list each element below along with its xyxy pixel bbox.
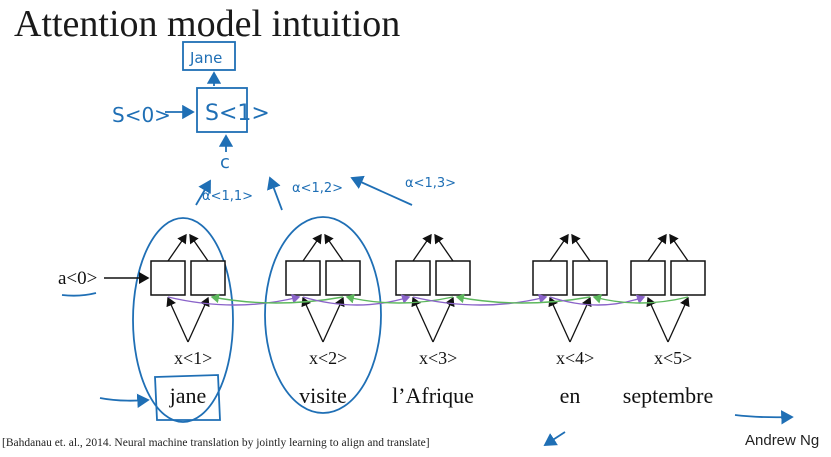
forward-recurrent-arrow-1 bbox=[167, 293, 301, 306]
forward-recurrent-arrow-4 bbox=[549, 294, 646, 306]
backward-cell-1 bbox=[190, 260, 226, 296]
jane-box bbox=[154, 374, 221, 421]
forward-cell-5 bbox=[630, 260, 666, 296]
backward-recurrent-arrow-2 bbox=[345, 293, 454, 304]
initial-state-label: S<0> bbox=[112, 103, 171, 127]
input-arrow-right-5 bbox=[667, 296, 690, 343]
decoder-state-label: S<1> bbox=[205, 101, 270, 126]
input-word-3: l’Afrique bbox=[392, 383, 474, 408]
highlight-visite-ellipse bbox=[264, 216, 382, 414]
output-arrow-left-5 bbox=[647, 233, 667, 262]
input-arrow-right-2 bbox=[322, 296, 345, 343]
input-arrow-left-3 bbox=[411, 296, 434, 343]
backward-cell-3 bbox=[435, 260, 471, 296]
arrow-left-squiggle bbox=[99, 393, 150, 408]
input-arrow-right-3 bbox=[432, 296, 455, 343]
output-arrow-left-4 bbox=[549, 233, 569, 262]
highlight-jane-ellipse bbox=[132, 217, 234, 423]
output-arrow-left-1 bbox=[167, 233, 187, 262]
output-word-box bbox=[182, 41, 236, 71]
output-word-label: Jane bbox=[189, 49, 222, 67]
input-x-label-3: x<3> bbox=[419, 348, 457, 368]
input-arrow-right-4 bbox=[569, 296, 592, 343]
initial-activation-label: a<0> bbox=[58, 268, 97, 289]
backward-recurrent-arrow-4 bbox=[592, 294, 689, 304]
input-x-label-4: x<4> bbox=[556, 348, 594, 368]
alpha-1-1-label: α<1,1> bbox=[202, 189, 253, 204]
backward-recurrent-arrow-3 bbox=[455, 293, 591, 304]
forward-cell-1 bbox=[150, 260, 186, 296]
citation-arrow bbox=[543, 431, 566, 446]
forward-recurrent-arrow-2 bbox=[302, 294, 411, 306]
decoder-state-box bbox=[196, 87, 248, 133]
forward-recurrent-arrow-3 bbox=[412, 293, 548, 306]
input-arrow-left-5 bbox=[646, 296, 669, 343]
author-name: Andrew Ng bbox=[745, 432, 820, 449]
forward-cell-3 bbox=[395, 260, 431, 296]
bidirectional-encoder: x<1> jane x<2> visite x<3> l’Afrique x<4> en x<5… bbox=[150, 233, 713, 408]
backward-recurrent-arrow-1 bbox=[210, 293, 344, 304]
input-arrow-left-1 bbox=[166, 296, 189, 343]
output-arrow-right-4 bbox=[571, 233, 591, 262]
output-arrow-right-5 bbox=[669, 233, 689, 262]
output-arrow-right-3 bbox=[434, 233, 454, 262]
output-arrow-left-3 bbox=[412, 233, 432, 262]
input-x-label-2: x<2> bbox=[309, 348, 347, 368]
output-arrow-right-1 bbox=[189, 233, 209, 262]
input-arrow-left-2 bbox=[301, 296, 324, 343]
forward-cell-2 bbox=[285, 260, 321, 296]
arrow-right-squiggle bbox=[734, 410, 794, 425]
context-label: c bbox=[220, 152, 230, 173]
underline-a0 bbox=[61, 292, 97, 297]
input-word-1: jane bbox=[169, 383, 207, 408]
input-word-4: en bbox=[560, 383, 581, 408]
input-word-2: visite bbox=[299, 383, 347, 408]
input-x-label-5: x<5> bbox=[654, 348, 692, 368]
input-arrow-right-1 bbox=[187, 296, 210, 343]
output-arrow-left-2 bbox=[302, 233, 322, 262]
input-arrow-left-4 bbox=[548, 296, 571, 343]
decoder-sketch bbox=[61, 41, 794, 446]
input-x-label-1: x<1> bbox=[174, 348, 212, 368]
alpha-1-2-label: α<1,2> bbox=[292, 181, 343, 196]
citation: [Bahdanau et. al., 2014. Neural machine … bbox=[2, 437, 430, 449]
slide-title: Attention model intuition bbox=[14, 3, 401, 45]
backward-cell-2 bbox=[325, 260, 361, 296]
backward-cell-4 bbox=[572, 260, 608, 296]
backward-cell-5 bbox=[670, 260, 706, 296]
alpha-1-3-label: α<1,3> bbox=[405, 176, 456, 191]
output-arrow-right-2 bbox=[324, 233, 344, 262]
input-word-5: septembre bbox=[623, 383, 713, 408]
forward-cell-4 bbox=[532, 260, 568, 296]
